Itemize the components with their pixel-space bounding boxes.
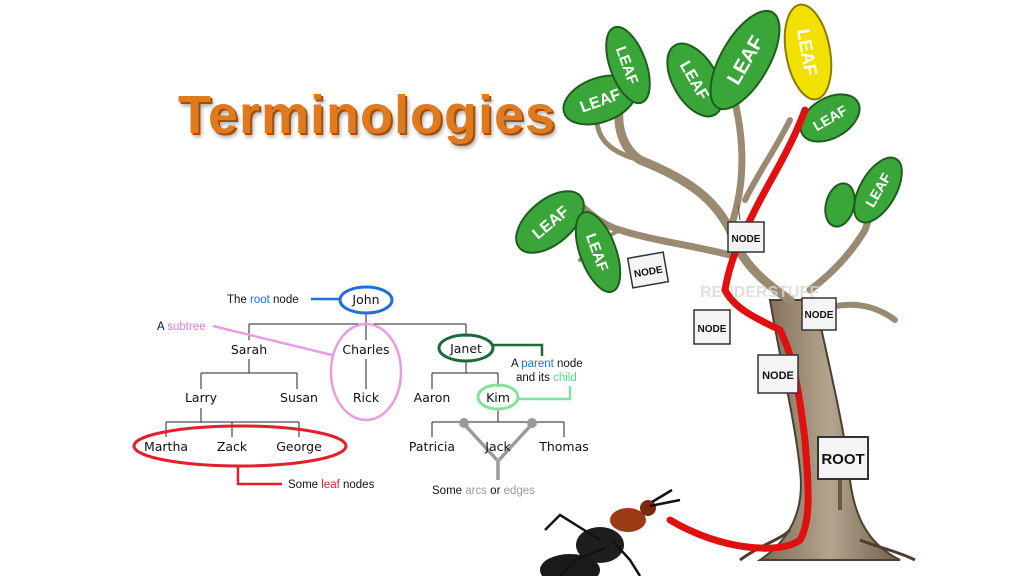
- node-thomas: Thomas: [538, 439, 589, 454]
- node-jack: Jack: [484, 439, 511, 454]
- root-annotation: The root node: [227, 285, 394, 315]
- leaves: LEAF LEAF LEAF LEAF LEAF LEAF: [515, 3, 903, 293]
- leaf-icon: LEAF: [853, 156, 903, 224]
- svg-text:NODE: NODE: [805, 310, 834, 321]
- subtree-annotation: A subtree: [157, 321, 403, 422]
- leaf-annotation: Some leaf nodes: [132, 424, 375, 491]
- svg-text:NODE: NODE: [732, 234, 761, 245]
- svg-text:A subtree: A subtree: [157, 321, 206, 333]
- svg-text:ROOT: ROOT: [821, 451, 864, 468]
- node-kim: Kim: [486, 390, 510, 405]
- tree-edges: [165, 313, 565, 437]
- arcs-label-pre: Some: [432, 485, 465, 497]
- svg-text:NODE: NODE: [698, 324, 727, 335]
- node-john: John: [351, 292, 379, 307]
- node-charles: Charles: [342, 342, 389, 357]
- leaf-icon: LEAF: [605, 25, 651, 105]
- ant-icon: [540, 488, 681, 576]
- subtree-label-key: subtree: [167, 321, 205, 333]
- node-larry: Larry: [185, 390, 218, 405]
- node-aaron: Aaron: [414, 390, 451, 405]
- root-label-post: node: [270, 294, 299, 306]
- leaf-icon: LEAF: [783, 3, 833, 101]
- parent-label-post: node: [554, 358, 583, 370]
- node-sign: NODE: [693, 309, 731, 345]
- leaf-label-post: nodes: [340, 479, 375, 491]
- node-zack: Zack: [217, 439, 248, 454]
- root-label-key: root: [250, 294, 271, 306]
- child-label-key: child: [553, 372, 577, 384]
- node-sarah: Sarah: [231, 342, 267, 357]
- root-to-leaf-path: [666, 106, 812, 552]
- node-sign: NODE: [727, 204, 765, 253]
- arcs-annotation: Some arcs or edges: [432, 418, 537, 497]
- leaf-icon: LEAF: [515, 190, 585, 254]
- leaf-label-key: leaf: [321, 479, 340, 491]
- svg-text:and its child: and its child: [516, 372, 577, 384]
- svg-text:NODE: NODE: [633, 264, 664, 280]
- leaf-icon: LEAF: [666, 42, 724, 118]
- leaf-icon: LEAF: [799, 93, 861, 143]
- svg-text:NODE: NODE: [762, 370, 794, 382]
- node-sign: NODE: [626, 251, 670, 289]
- leaf-icon: LEAF: [574, 211, 622, 293]
- node-martha: Martha: [144, 439, 188, 454]
- node-susan: Susan: [280, 390, 318, 405]
- parent-label-key: parent: [521, 358, 554, 370]
- svg-text:Some leaf nodes: Some leaf nodes: [288, 479, 375, 491]
- child-label-pre: and its: [516, 372, 553, 384]
- node-sign: NODE: [801, 297, 837, 331]
- arcs-label-mid: or: [487, 485, 504, 497]
- leaf-label-pre: Some: [288, 479, 321, 491]
- leaf-icon: LEAF: [709, 9, 781, 111]
- node-janet: Janet: [449, 341, 482, 356]
- root-label-pre: The: [227, 294, 250, 306]
- arcs-label-key: arcs: [465, 485, 487, 497]
- trunk: [739, 299, 916, 562]
- svg-text:A parent node: A parent node: [511, 358, 583, 370]
- arcs-label-key2: edges: [504, 485, 536, 497]
- node-george: George: [276, 439, 322, 454]
- root-sign: ROOT: [817, 436, 869, 510]
- slide-title: Terminologies: [178, 85, 557, 145]
- node-sign: NODE: [757, 354, 799, 394]
- parent-annotation: A parent node and its child: [437, 333, 583, 384]
- subtree-label-pre: A: [157, 321, 167, 333]
- svg-text:The root node: The root node: [227, 294, 299, 306]
- node-patricia: Patricia: [409, 439, 455, 454]
- child-annotation: [476, 383, 572, 411]
- node-rick: Rick: [353, 390, 380, 405]
- parent-label-pre: A: [511, 358, 521, 370]
- svg-text:Some arcs or edges: Some arcs or edges: [432, 485, 535, 497]
